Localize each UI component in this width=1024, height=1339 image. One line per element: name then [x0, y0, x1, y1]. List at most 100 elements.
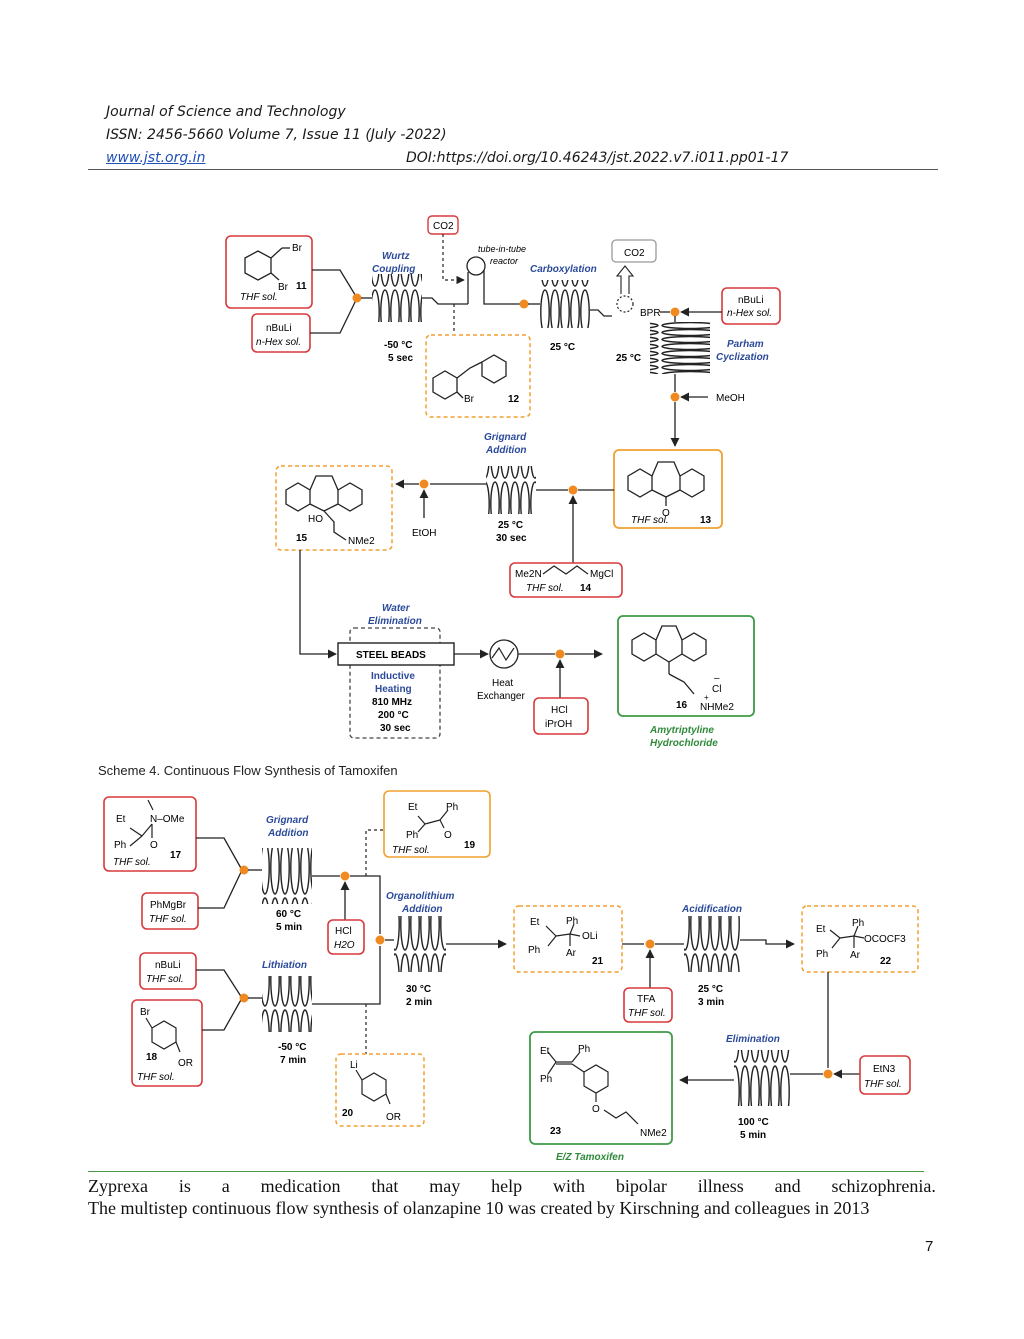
- ind-freq: 810 MHz: [372, 697, 412, 708]
- k19-et: Et: [408, 802, 418, 813]
- elim-coil: [734, 1050, 790, 1106]
- etn3-sol: THF sol.: [864, 1079, 902, 1090]
- parham-title2: Cyclization: [716, 352, 769, 363]
- sm17-et: Et: [116, 814, 126, 825]
- grignard2-coil: [262, 848, 312, 904]
- dot-hcl: [555, 649, 565, 659]
- grignard-title: Grignard: [484, 432, 527, 443]
- body-word: is: [178, 1176, 191, 1196]
- i21-oli: OLi: [582, 931, 598, 942]
- p23-nme2: NMe2: [640, 1128, 667, 1139]
- i22-ococf3: OCOCF3: [864, 934, 906, 945]
- lith-temp: -50 °C: [278, 1042, 306, 1053]
- header-rule: [88, 169, 938, 170]
- carboxylation-coil: [540, 280, 590, 328]
- hcl2-label: HCl: [335, 926, 352, 937]
- dot-carb: [519, 299, 529, 309]
- hcl2-box: [327, 919, 365, 955]
- body-word: with: [552, 1176, 585, 1196]
- i22-ph1: Ph: [852, 918, 864, 929]
- body-rule: [88, 1171, 924, 1172]
- water-elim-title: Water: [382, 603, 411, 614]
- sm18-label: 18: [146, 1052, 158, 1063]
- nbuli-label: nBuLi: [266, 323, 292, 334]
- i22-box: [801, 905, 919, 973]
- wurtz-title2: Coupling: [372, 264, 415, 275]
- grignard2-title: Grignard: [266, 815, 309, 826]
- nbuli3-box: [139, 952, 197, 990]
- nbuli2-label: nBuLi: [738, 295, 764, 306]
- sm17-structure: [129, 799, 154, 847]
- nbuli3-label: nBuLi: [155, 960, 181, 971]
- hcl-label: HCl: [551, 705, 568, 716]
- grignard2-temp: 60 °C: [276, 909, 301, 920]
- grignard2-title2: Addition: [267, 828, 309, 839]
- i22-ph2: Ph: [816, 949, 828, 960]
- reagent14-box: [509, 562, 623, 598]
- nbuli-solvent: n-Hex sol.: [256, 337, 301, 348]
- wurtz-title: Wurtz: [382, 251, 410, 262]
- dot-hcl2: [340, 871, 350, 881]
- parham-title: Parham: [727, 339, 764, 350]
- acid-coil: [684, 916, 740, 972]
- phmgbr-box: [141, 892, 199, 930]
- body-word: a: [221, 1176, 230, 1196]
- sm17-label: 17: [170, 850, 182, 861]
- scheme-amitriptyline: Br Br 11 THF sol. nBuLi n-Hex sol. Wurtz…: [225, 215, 781, 749]
- sm11-br2: Br: [278, 282, 289, 293]
- i21-structure: [545, 923, 581, 947]
- tube-label2: reactor: [490, 256, 519, 266]
- p23-et: Et: [540, 1046, 550, 1057]
- p16-cl: Cl: [712, 684, 721, 695]
- website-link[interactable]: www.jst.org.in: [106, 150, 206, 166]
- sm11-solvent: THF sol.: [240, 292, 278, 303]
- sm17-n: N–OMe: [150, 814, 185, 825]
- parham-temp: 25 °C: [616, 353, 641, 364]
- scheme-tamoxifen: Et N–OMe Ph O 17 THF sol. PhMgBr THF sol…: [103, 790, 919, 1163]
- i21-label: 21: [592, 956, 604, 967]
- sm17-ph: Ph: [114, 840, 126, 851]
- body-word: schizophrenia.: [831, 1176, 936, 1196]
- p15-box: [275, 465, 393, 551]
- heatex-label1: Heat: [492, 678, 513, 689]
- etn3-label: EtN3: [873, 1064, 896, 1075]
- ind-temp: 200 °C: [378, 710, 409, 721]
- k19-label: 19: [464, 840, 476, 851]
- organo-coil: [394, 916, 446, 972]
- body-word: may: [429, 1176, 461, 1196]
- lithiation-coil: [262, 976, 312, 1032]
- li20-box: [335, 1053, 425, 1127]
- nbuli2-box: [721, 287, 781, 325]
- heatex-label2: Exchanger: [477, 691, 525, 702]
- p15-label: 15: [296, 533, 308, 544]
- body-line-2: The multistep continuous flow synthesis …: [88, 1198, 870, 1218]
- int12-label: 12: [508, 394, 520, 405]
- k19-o: O: [444, 830, 452, 841]
- p23-o: O: [592, 1104, 600, 1115]
- doi-text: DOI:https://doi.org/10.46243/jst.2022.v7…: [406, 150, 789, 166]
- p23-structure: [547, 1051, 639, 1125]
- li20-li: Li: [350, 1060, 358, 1071]
- sm11-box: [225, 235, 313, 309]
- sm18-or: OR: [178, 1058, 193, 1069]
- sm11-structure: [244, 247, 290, 281]
- grignard-time: 30 sec: [496, 533, 527, 544]
- nbuli2-solvent: n-Hex sol.: [727, 308, 772, 319]
- organo-title: Organolithium: [386, 891, 454, 902]
- p15-structure: [285, 475, 363, 541]
- etn3-box: [859, 1055, 911, 1095]
- p15-nme2: NMe2: [348, 536, 375, 547]
- co2-out-label: CO2: [624, 248, 645, 259]
- nbuli3-sol: THF sol.: [146, 974, 184, 985]
- k13-label: 13: [700, 515, 712, 526]
- p23-ph1: Ph: [578, 1044, 590, 1055]
- elim-time: 5 min: [740, 1130, 766, 1141]
- k13-structure: [627, 461, 705, 506]
- i21-et: Et: [530, 917, 540, 928]
- lith-time: 7 min: [280, 1055, 306, 1066]
- p16-label: 16: [676, 700, 688, 711]
- i21-ph2: Ph: [528, 945, 540, 956]
- elim-temp: 100 °C: [738, 1117, 769, 1128]
- co2-out-box: [611, 239, 657, 263]
- k19-ph1: Ph: [446, 802, 458, 813]
